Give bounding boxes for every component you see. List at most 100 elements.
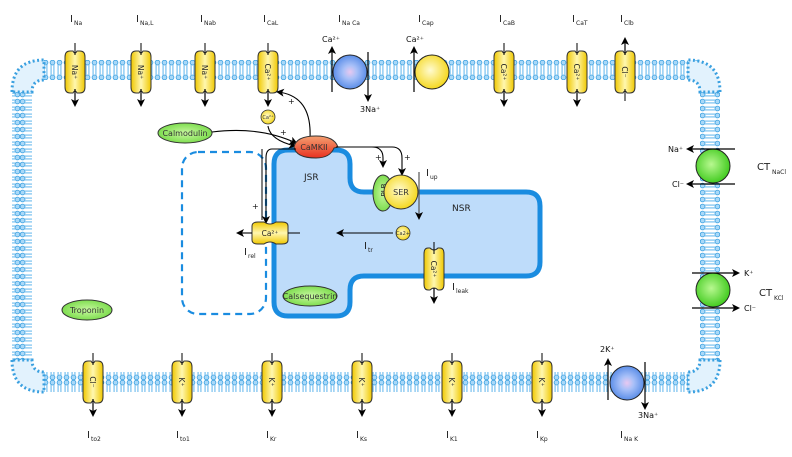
- channel-icab[interactable]: Ca²⁺: [493, 43, 515, 107]
- svg-text:Ca²⁺: Ca²⁺: [262, 229, 279, 238]
- label-ina: I: [70, 14, 73, 25]
- channel-ion: Na⁺: [200, 65, 209, 79]
- nak-up-ion: 2K⁺: [600, 345, 615, 354]
- nak-pump[interactable]: 2K⁺ 3Na⁺ I Na K: [600, 345, 658, 443]
- channel-ion: K⁺: [447, 378, 456, 387]
- ct-nacl-sub: NaCl: [772, 169, 786, 176]
- channel-ion: K⁺: [537, 378, 546, 387]
- channel-ito1[interactable]: K⁺: [171, 353, 193, 417]
- channel-ion: Na⁺: [136, 65, 145, 79]
- nak-sub: Na K: [624, 436, 639, 443]
- channel-ion: Ca²⁺: [572, 64, 581, 81]
- ileak-sub: leak: [456, 288, 469, 295]
- svg-text:Calmodulin: Calmodulin: [162, 129, 207, 138]
- label-ikr: I: [266, 430, 269, 441]
- cotransporter-nacl[interactable]: Na⁺ Cl⁻ CT NaCl: [668, 145, 786, 189]
- sub-ik1: K1: [450, 436, 458, 443]
- label-icab: I: [499, 14, 502, 25]
- label-ikp: I: [536, 430, 539, 441]
- svg-text:Ca2+: Ca2+: [396, 231, 410, 237]
- ct-cl2-ion: Cl⁻: [744, 304, 756, 313]
- plus-sign: +: [280, 128, 287, 137]
- channel-ik1[interactable]: K⁺: [441, 353, 463, 417]
- sub-inaca: Na Ca: [342, 20, 360, 27]
- label-ito1: I: [176, 430, 179, 441]
- iup-label: I: [426, 168, 429, 179]
- svg-text:Ca²⁺: Ca²⁺: [429, 261, 438, 278]
- svg-text:CaMKII: CaMKII: [300, 143, 327, 152]
- svg-text:Ca²⁺: Ca²⁺: [262, 115, 274, 121]
- ct-nacl-label: CT: [757, 162, 771, 173]
- sub-iks: Ks: [360, 436, 367, 443]
- ct-kcl-sub: KCl: [774, 295, 784, 302]
- jsr-label: JSR: [303, 173, 319, 183]
- nsr-label: NSR: [452, 204, 471, 214]
- channel-iclb[interactable]: Cl⁻: [614, 37, 636, 101]
- svg-text:SER: SER: [393, 188, 409, 197]
- nak-down-ion: 3Na⁺: [638, 411, 658, 420]
- sub-icab: CaB: [503, 20, 515, 27]
- channel-ion: Na⁺: [70, 65, 79, 79]
- channel-ion: Cl⁻: [88, 376, 97, 387]
- sub-inal: Na,L: [140, 20, 154, 27]
- dyadic-subspace: [180, 150, 268, 316]
- troponin: Troponin: [61, 299, 113, 321]
- channel-inal[interactable]: Na⁺: [130, 43, 152, 107]
- channel-ion: Cl⁻: [620, 66, 629, 77]
- cap-ion: Ca²⁺: [406, 35, 424, 44]
- calsequestrin: Calsequestrin: [282, 285, 338, 307]
- channel-icat[interactable]: Ca²⁺: [566, 43, 588, 107]
- ileak-label: I: [452, 282, 455, 293]
- sub-iclb: Clb: [624, 20, 634, 27]
- sub-icat: CaT: [576, 20, 588, 27]
- label-inal: I: [136, 14, 139, 25]
- channel-ion: Ca²⁺: [499, 64, 508, 81]
- ryanodine-receptor[interactable]: Ca²⁺: [251, 221, 289, 245]
- label-inaca: I: [338, 14, 341, 25]
- ct-cl1-ion: Cl⁻: [672, 180, 684, 189]
- channel-ion: Ca²⁺: [263, 64, 272, 81]
- iup-sub: up: [430, 174, 438, 181]
- channel-ito2[interactable]: Cl⁻: [82, 353, 104, 417]
- plus-sign: +: [375, 153, 382, 162]
- channel-ical[interactable]: Ca²⁺: [257, 43, 279, 107]
- serca-pump[interactable]: SER: [383, 174, 419, 210]
- svg-text:Calsequestrin: Calsequestrin: [283, 292, 338, 301]
- channel-iks[interactable]: K⁺: [351, 353, 373, 417]
- ncx-exchanger[interactable]: Ca²⁺ 3Na⁺: [322, 35, 380, 114]
- channel-ina[interactable]: Na⁺: [64, 43, 86, 107]
- ct-k-ion: K⁺: [744, 269, 753, 278]
- cotransporter-kcl[interactable]: K⁺ Cl⁻ CT KCl: [692, 269, 784, 313]
- ct-kcl-label: CT: [759, 288, 773, 299]
- channel-ikp[interactable]: K⁺: [531, 353, 553, 417]
- channel-ion: K⁺: [177, 378, 186, 387]
- irel-label: I: [244, 247, 247, 258]
- label-icat: I: [572, 14, 575, 25]
- channel-ikr[interactable]: K⁺: [261, 353, 283, 417]
- ct-na-ion: Na⁺: [668, 145, 683, 154]
- sub-ito2: to2: [91, 436, 101, 443]
- svg-text:Troponin: Troponin: [69, 306, 104, 315]
- label-ical: I: [263, 14, 266, 25]
- calcium-pump[interactable]: Ca²⁺: [406, 35, 450, 92]
- channel-inab[interactable]: Na⁺: [194, 43, 216, 107]
- irel-sub: rel: [248, 253, 256, 260]
- sub-ikp: Kp: [540, 436, 548, 443]
- calmodulin: Calmodulin: [157, 122, 213, 144]
- sub-ito1: to1: [180, 436, 190, 443]
- plus-sign: +: [252, 202, 259, 211]
- sub-icap: Cap: [422, 20, 434, 27]
- leak-channel[interactable]: Ca²⁺: [423, 242, 445, 304]
- label-iclb: I: [620, 14, 623, 25]
- sub-ina: Na: [74, 20, 82, 27]
- label-icap: I: [418, 14, 421, 25]
- sub-inab: Nab: [204, 20, 216, 27]
- ncx-out-ion: 3Na⁺: [360, 105, 380, 114]
- channel-ion: K⁺: [357, 378, 366, 387]
- label-ito2: I: [87, 430, 90, 441]
- sub-ikr: Kr: [270, 436, 277, 443]
- sub-ical: CaL: [267, 20, 279, 27]
- label-inab: I: [200, 14, 203, 25]
- channel-ion: K⁺: [267, 378, 276, 387]
